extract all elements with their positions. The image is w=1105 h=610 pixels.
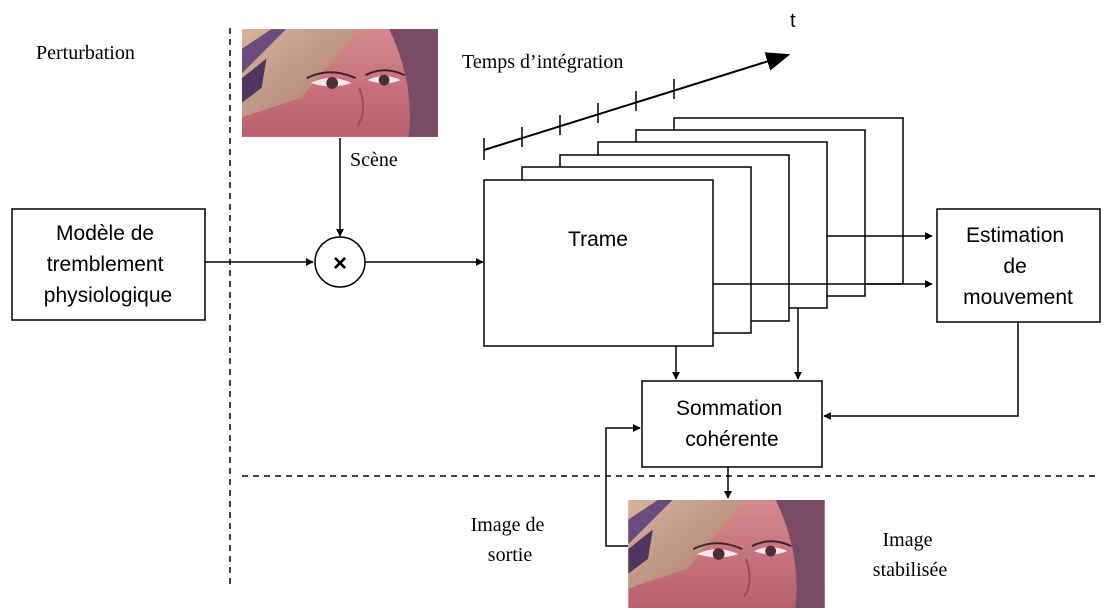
scene-label: Scène (350, 149, 398, 171)
motion-estimation-line3: mouvement (963, 286, 1073, 309)
svg-text:Sommation cohérente: Sommation cohérente (676, 397, 788, 451)
motion-estimation-box: Estimation de mouvement (936, 208, 1101, 323)
motion-estimation-line2: de (1003, 255, 1026, 278)
frame-1 (483, 179, 714, 347)
output-image-line2: sortie (488, 544, 533, 566)
motion-estimation-line1: Estimation (966, 224, 1064, 247)
stabilized-image-line2: stabilisée (873, 559, 948, 581)
frame-stack (483, 117, 904, 347)
svg-text:Estimation de mouv: Estimation de mouvement (963, 224, 1073, 309)
coherent-summation-box: Sommation cohérente (641, 380, 823, 468)
tremor-model-box: Modèle de tremblement physiologique (11, 208, 206, 321)
svg-text:Image de sortie: Image de sortie (471, 514, 550, 566)
perturbation-label: Perturbation (36, 42, 135, 64)
coherent-sum-line1: Sommation (676, 397, 782, 420)
output-image (628, 500, 825, 608)
multiply-symbol: × (333, 250, 347, 277)
arrow-estimation-to-summation (823, 322, 1019, 420)
tremor-model-line3: physiologique (44, 284, 172, 307)
multiplier-node: × (314, 236, 366, 288)
arrow-output-feedback (605, 424, 641, 547)
coherent-sum-line2: cohérente (685, 428, 778, 451)
scene-image (242, 28, 438, 138)
time-axis-ticks (483, 79, 675, 160)
svg-text:Modèle de tremblement: Modèle de tremblement physiologique (44, 222, 172, 307)
frame-label: Trame (568, 228, 628, 251)
integration-time-label: Temps d’intégration (462, 51, 623, 73)
svg-text:Image stabilisée: Image stabilisée (873, 529, 948, 581)
tremor-model-line2: tremblement (47, 253, 164, 276)
tremor-model-line1: Modèle de (56, 222, 154, 245)
stabilized-image-line1: Image (883, 529, 933, 551)
t-axis-label: t (790, 10, 796, 32)
output-image-line1: Image de (471, 514, 545, 536)
